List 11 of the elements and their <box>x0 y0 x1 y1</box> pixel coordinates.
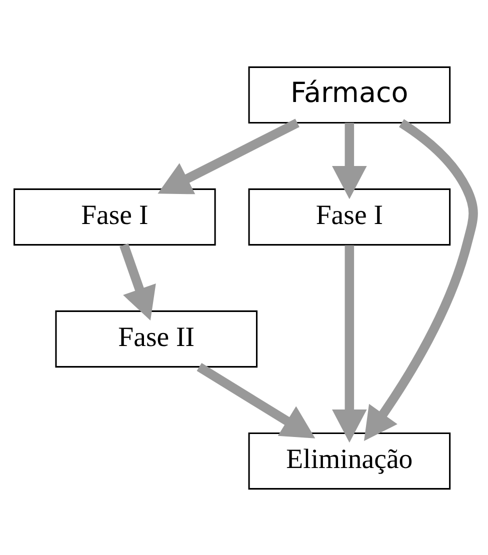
arrow <box>332 244 367 442</box>
arrow <box>120 242 156 320</box>
node-box: Fase I <box>248 188 451 246</box>
node-box: Fase II <box>55 310 258 368</box>
node-box: Eliminação <box>248 432 451 490</box>
arrow <box>158 118 300 194</box>
arrow <box>364 118 478 440</box>
arrow <box>332 122 367 199</box>
node-box: Fase I <box>14 188 216 246</box>
node-box: Fármaco <box>248 66 451 124</box>
arrow <box>196 362 316 438</box>
